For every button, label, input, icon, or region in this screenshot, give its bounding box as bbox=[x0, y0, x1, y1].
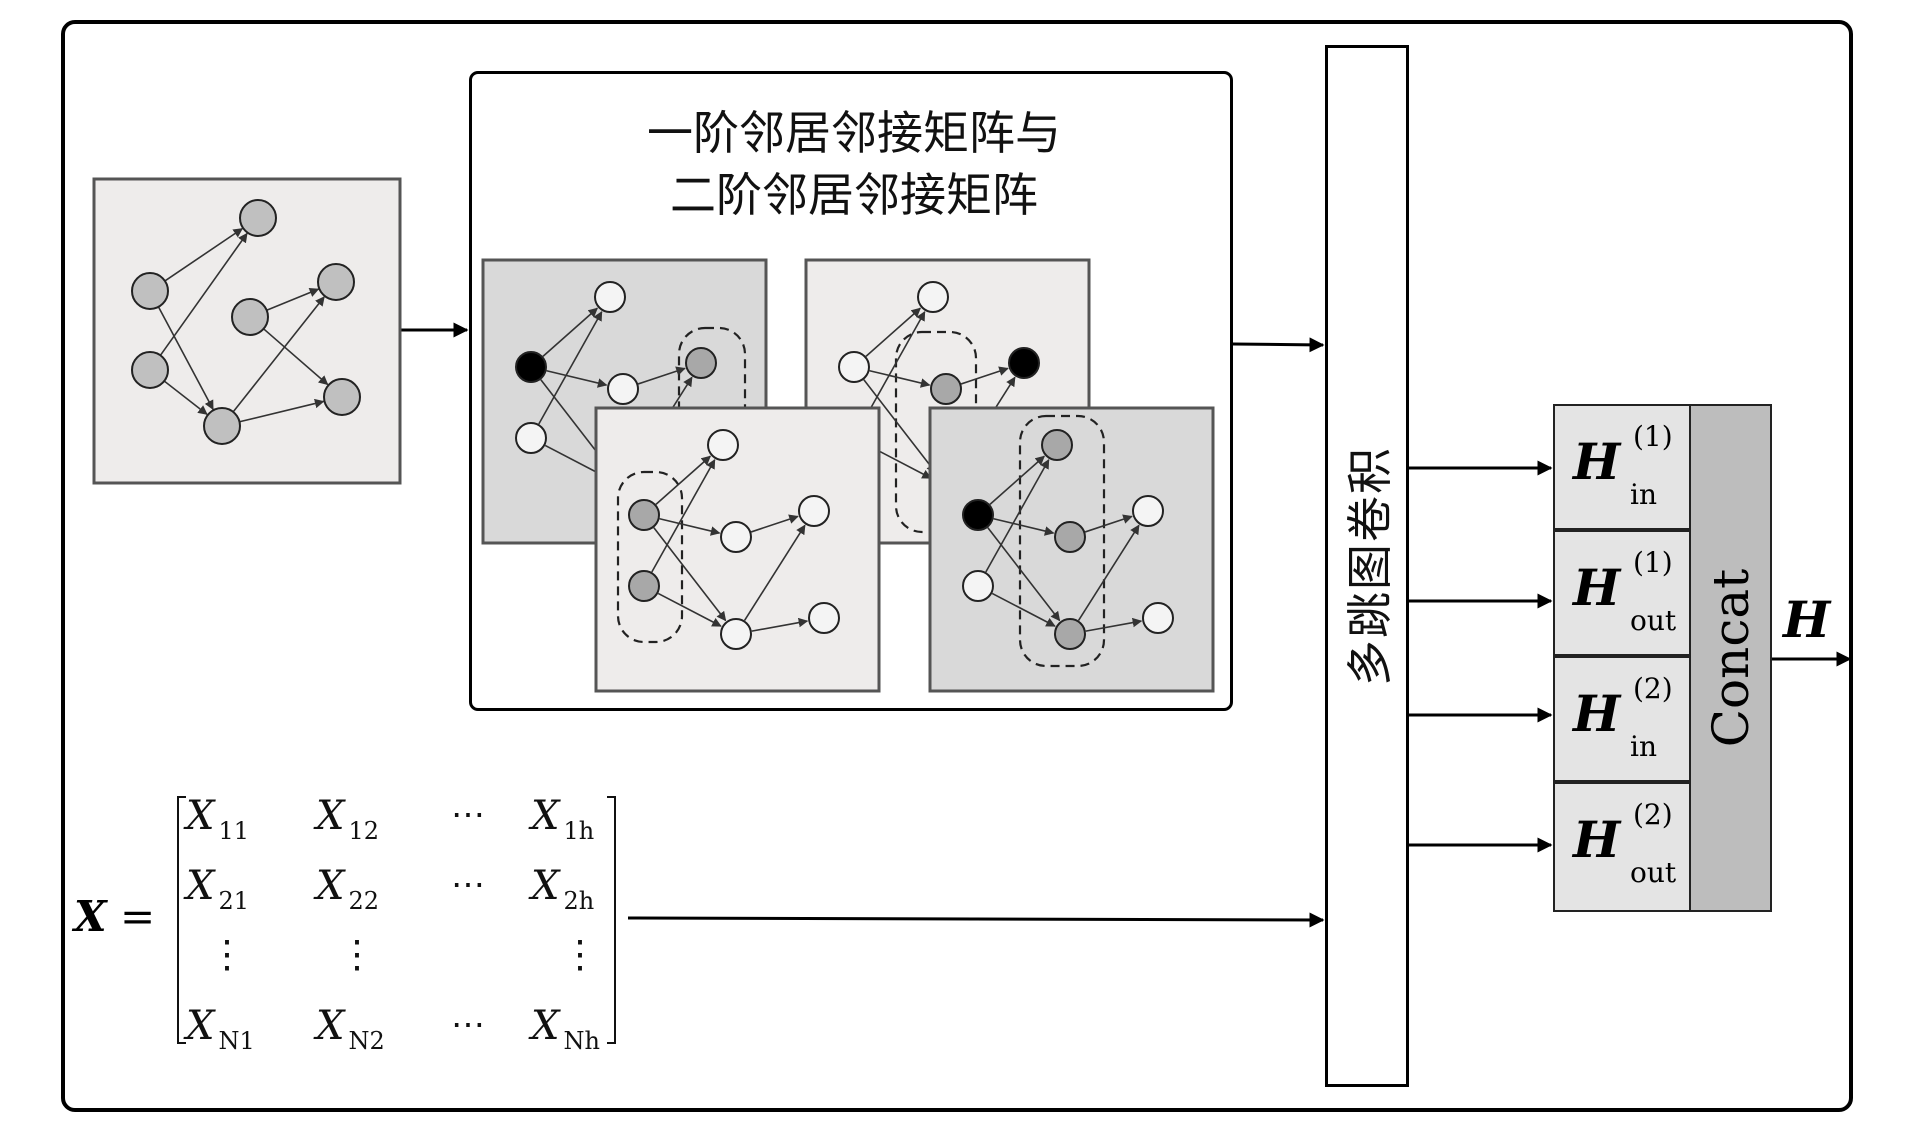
matrix-cell-subscript: N2 bbox=[348, 1027, 385, 1055]
matrix-vdots: ⋮ bbox=[338, 932, 376, 976]
output-base: H bbox=[1573, 432, 1621, 491]
output-h1-in: H (1) in bbox=[1553, 404, 1691, 530]
matrix-vdots: ⋮ bbox=[208, 932, 246, 976]
output-base: H bbox=[1573, 810, 1621, 869]
matrix-cell-base: X bbox=[316, 1003, 345, 1049]
arrow-adjacency-to-conv bbox=[1232, 337, 1325, 353]
matrix-cell-base: X bbox=[316, 863, 345, 909]
output-subscript: out bbox=[1630, 856, 1677, 889]
output-superscript: (1) bbox=[1633, 546, 1673, 579]
graph-edge bbox=[266, 287, 320, 311]
matrix-vdots: ⋮ bbox=[561, 932, 599, 976]
matrix-cell-subscript: 11 bbox=[218, 817, 250, 845]
matrix-cell-base: X bbox=[186, 793, 215, 839]
output-subscript: in bbox=[1630, 478, 1657, 511]
matrix-cell-base: X bbox=[316, 793, 345, 839]
matrix-cell-base: X bbox=[531, 1003, 560, 1049]
output-subscript: out bbox=[1630, 604, 1677, 637]
graph-node bbox=[203, 407, 241, 445]
concat-label: Concat bbox=[1701, 568, 1760, 748]
output-superscript: (2) bbox=[1633, 798, 1673, 831]
adjacency-title-line-2: 二阶邻居邻接矩阵 bbox=[670, 168, 1038, 222]
input-graph bbox=[92, 177, 402, 485]
graph-node bbox=[131, 272, 169, 310]
graph-edge bbox=[163, 380, 208, 415]
matrix-cell-subscript: Nh bbox=[563, 1027, 600, 1055]
graph-node bbox=[231, 298, 269, 336]
graph-edge bbox=[157, 306, 214, 411]
output-h2-out: H (2) out bbox=[1553, 782, 1691, 912]
multi-hop-graph-conv-label: 多跳图卷积 bbox=[1343, 446, 1397, 686]
matrix-left-bracket bbox=[177, 796, 186, 1044]
graph-illustrations bbox=[92, 177, 402, 485]
output-superscript: (2) bbox=[1633, 672, 1673, 705]
output-subscript: in bbox=[1630, 730, 1657, 763]
matrix-cell-subscript: 2h bbox=[563, 887, 595, 915]
feature-matrix-symbol: X bbox=[74, 892, 107, 941]
matrix-right-bracket bbox=[607, 796, 616, 1044]
graph-node bbox=[323, 378, 361, 416]
final-output-label: H bbox=[1783, 590, 1831, 649]
equals-sign: = bbox=[119, 892, 156, 941]
matrix-cell-subscript: N1 bbox=[218, 1027, 255, 1055]
matrix-cell-base: X bbox=[186, 1003, 215, 1049]
output-h2-in: H (2) in bbox=[1553, 656, 1691, 782]
matrix-cell-subscript: 21 bbox=[218, 887, 250, 915]
output-base: H bbox=[1573, 684, 1621, 743]
matrix-cell-base: X bbox=[531, 793, 560, 839]
multi-hop-graph-conv-block: 多跳图卷积 bbox=[1325, 45, 1409, 1087]
feature-matrix-lhs: X = bbox=[74, 892, 155, 941]
output-base: H bbox=[1573, 558, 1621, 617]
graph-edge bbox=[239, 398, 325, 423]
arrow-matrix-to-conv bbox=[627, 912, 1325, 928]
matrix-hdots: ⋯ bbox=[451, 795, 485, 835]
graph-edge bbox=[232, 296, 325, 413]
outer-frame bbox=[61, 20, 1853, 1112]
output-h1-out: H (1) out bbox=[1553, 530, 1691, 656]
graph-node bbox=[239, 199, 277, 237]
adjacency-panel: 一阶邻居邻接矩阵与 二阶邻居邻接矩阵 bbox=[469, 71, 1233, 711]
matrix-cell-subscript: 1h bbox=[563, 817, 595, 845]
graph-node bbox=[317, 263, 355, 301]
adjacency-title-line-1: 一阶邻居邻接矩阵与 bbox=[647, 106, 1061, 160]
matrix-cell-base: X bbox=[186, 863, 215, 909]
matrix-cell-base: X bbox=[531, 863, 560, 909]
matrix-cell-subscript: 12 bbox=[348, 817, 380, 845]
graph-node bbox=[131, 351, 169, 389]
graph-edge bbox=[159, 232, 248, 356]
matrix-hdots: ⋯ bbox=[451, 1005, 485, 1045]
adjacency-panel-title: 一阶邻居邻接矩阵与 二阶邻居邻接矩阵 bbox=[472, 102, 1236, 226]
graph-edge bbox=[164, 227, 244, 282]
concat-block: Concat bbox=[1689, 404, 1772, 912]
matrix-cell-subscript: 22 bbox=[348, 887, 380, 915]
graph-edge bbox=[263, 328, 329, 386]
matrix-hdots: ⋯ bbox=[451, 865, 485, 905]
output-superscript: (1) bbox=[1633, 420, 1673, 453]
